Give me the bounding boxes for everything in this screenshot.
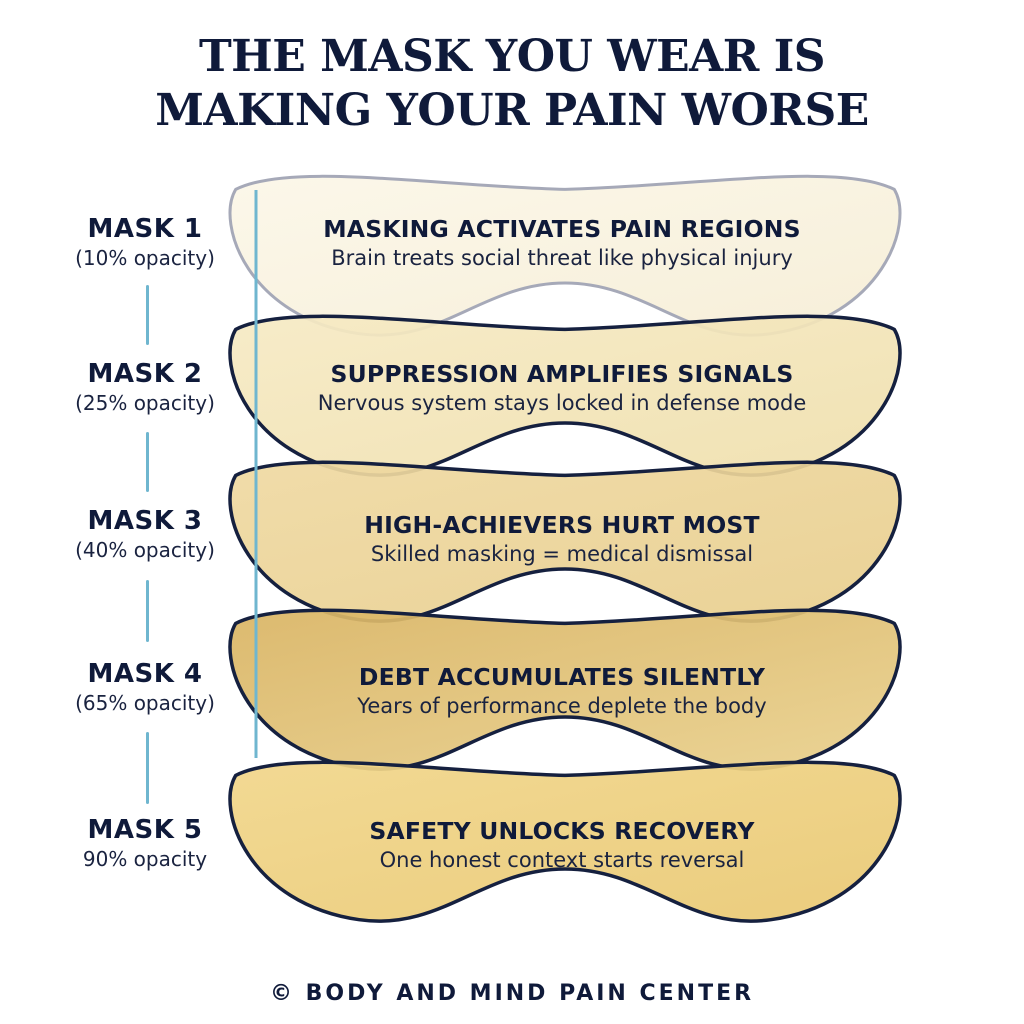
mask-subtext: Brain treats social threat like physical… (331, 246, 793, 270)
connector-line (146, 285, 149, 345)
mask-text-3: HIGH-ACHIEVERS HURT MOST Skilled masking… (262, 510, 862, 568)
mask-subtext: Nervous system stays locked in defense m… (317, 391, 807, 415)
title-line-2: MAKING YOUR PAIN WORSE (155, 85, 869, 136)
mask-opacity-text: (40% opacity) (75, 538, 215, 562)
mask-headline: SAFETY UNLOCKS RECOVERY (369, 817, 755, 845)
copyright-footer: © BODY AND MIND PAIN CENTER (269, 981, 755, 1006)
mask-text-2: SUPPRESSION AMPLIFIES SIGNALS Nervous sy… (262, 359, 862, 417)
mask-text-5: SAFETY UNLOCKS RECOVERY One honest conte… (262, 816, 862, 874)
mask-headline: MASKING ACTIVATES PAIN REGIONS (323, 215, 801, 243)
mask-name: MASK 2 (87, 359, 203, 389)
mask-subtext: Skilled masking = medical dismissal (370, 542, 754, 566)
mask-text-4: DEBT ACCUMULATES SILENTLY Years of perfo… (262, 662, 862, 720)
mask-opacity-text: (10% opacity) (75, 246, 215, 270)
mask-headline: DEBT ACCUMULATES SILENTLY (358, 663, 766, 691)
mask-opacity-text: (25% opacity) (75, 391, 215, 415)
mask-label-4: MASK 4 (65% opacity) (40, 658, 250, 716)
connector-line (146, 580, 149, 642)
mask-label-1: MASK 1 (10% opacity) (40, 213, 250, 271)
mask-name: MASK 1 (87, 214, 203, 244)
mask-opacity-text: 90% opacity (82, 847, 208, 871)
mask-name: MASK 5 (87, 815, 203, 845)
mask-headline: HIGH-ACHIEVERS HURT MOST (364, 511, 760, 539)
mask-headline: SUPPRESSION AMPLIFIES SIGNALS (330, 360, 794, 388)
mask-opacity-text: (65% opacity) (75, 691, 215, 715)
mask-shape-5 (228, 760, 902, 923)
mask-label-2: MASK 2 (25% opacity) (40, 358, 250, 416)
mask-subtext: Years of performance deplete the body (357, 694, 767, 718)
mask-name: MASK 3 (87, 506, 203, 536)
mask-label-3: MASK 3 (40% opacity) (40, 505, 250, 563)
mask-subtext: One honest context starts reversal (379, 848, 745, 872)
page-title: THE MASK YOU WEAR IS MAKING YOUR PAIN WO… (0, 30, 1024, 138)
mask-text-1: MASKING ACTIVATES PAIN REGIONS Brain tre… (262, 214, 862, 272)
connector-line (146, 432, 149, 492)
mask-name: MASK 4 (87, 659, 203, 689)
connector-line (146, 732, 149, 804)
mask-label-5: MASK 5 90% opacity (40, 814, 250, 872)
title-line-1: THE MASK YOU WEAR IS (198, 31, 826, 82)
